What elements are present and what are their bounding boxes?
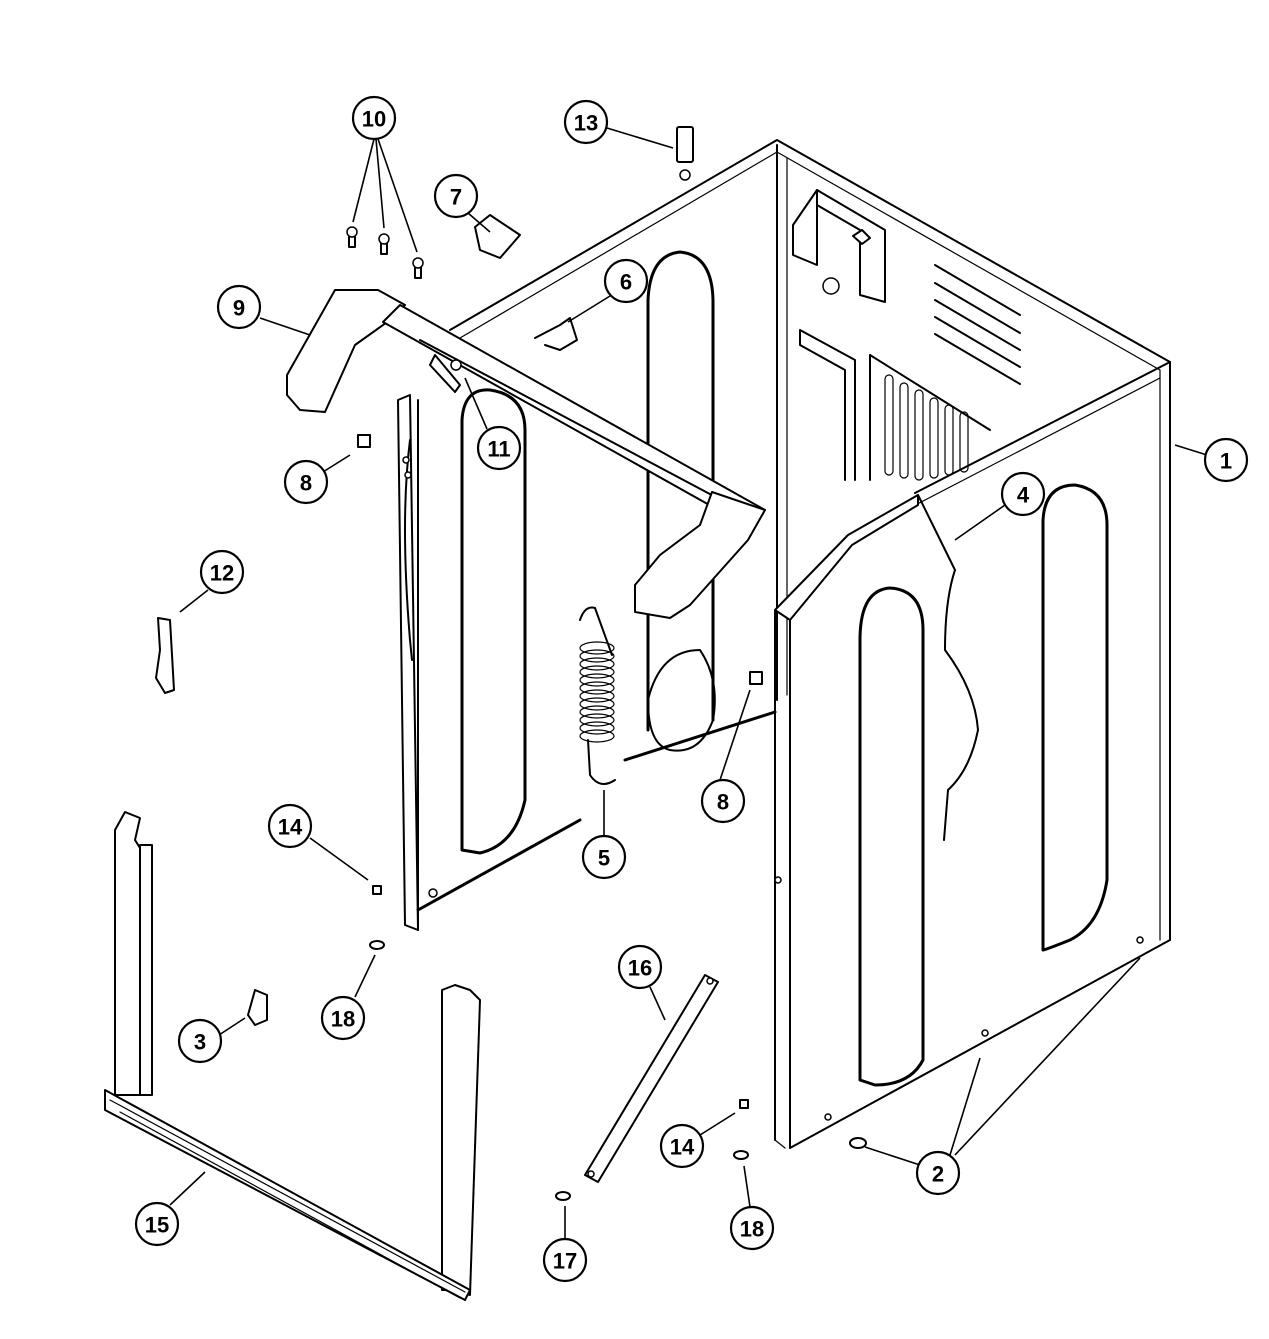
small-parts [155, 126, 867, 1201]
svg-text:14: 14 [278, 815, 303, 840]
callout-14-lower: 14 [659, 1123, 705, 1169]
svg-text:9: 9 [233, 296, 245, 321]
callout-5: 5 [581, 834, 627, 880]
svg-text:10: 10 [362, 107, 386, 132]
svg-text:13: 13 [574, 111, 598, 136]
svg-text:7: 7 [450, 185, 462, 210]
svg-text:2: 2 [932, 1162, 944, 1187]
svg-text:6: 6 [620, 270, 632, 295]
callout-10: 10 [351, 95, 397, 141]
svg-text:1: 1 [1220, 449, 1232, 474]
left-front-panel [397, 388, 582, 931]
base-frame [104, 811, 481, 1301]
callout-11: 11 [476, 425, 522, 471]
svg-text:18: 18 [740, 1217, 764, 1242]
svg-text:8: 8 [717, 790, 729, 815]
spring [579, 606, 616, 785]
callout-16: 16 [617, 944, 663, 990]
wire-harness [917, 494, 979, 841]
svg-text:5: 5 [598, 846, 610, 871]
callout-8-lower: 8 [700, 778, 746, 824]
leader-lines [169, 127, 1208, 1240]
svg-text:4: 4 [1017, 483, 1030, 508]
svg-text:11: 11 [487, 437, 510, 462]
callout-6: 6 [603, 258, 649, 304]
svg-text:8: 8 [300, 471, 312, 496]
callout-12: 12 [199, 549, 245, 595]
svg-text:15: 15 [145, 1213, 169, 1238]
callout-18-upper: 18 [320, 995, 366, 1041]
svg-text:18: 18 [331, 1007, 355, 1032]
callout-17: 17 [542, 1237, 588, 1283]
callout-15: 15 [134, 1201, 180, 1247]
callout-18-lower: 18 [729, 1205, 775, 1251]
callout-7: 7 [433, 173, 479, 219]
callout-14-upper: 14 [267, 803, 313, 849]
callout-9: 9 [216, 284, 262, 330]
svg-text:17: 17 [553, 1249, 577, 1274]
cabinet [449, 139, 1171, 1149]
callout-2: 2 [915, 1150, 961, 1196]
svg-text:12: 12 [210, 561, 234, 586]
callout-13: 13 [563, 99, 609, 145]
callout-3: 3 [177, 1018, 223, 1064]
callout-8-upper: 8 [283, 459, 329, 505]
top-bracket [286, 289, 766, 619]
heater-fins [884, 374, 969, 481]
louvers [934, 264, 1021, 385]
callout-1: 1 [1203, 437, 1249, 483]
callout-4: 4 [1000, 471, 1046, 517]
svg-text:16: 16 [628, 956, 652, 981]
svg-text:14: 14 [670, 1135, 695, 1160]
svg-text:3: 3 [194, 1030, 206, 1055]
